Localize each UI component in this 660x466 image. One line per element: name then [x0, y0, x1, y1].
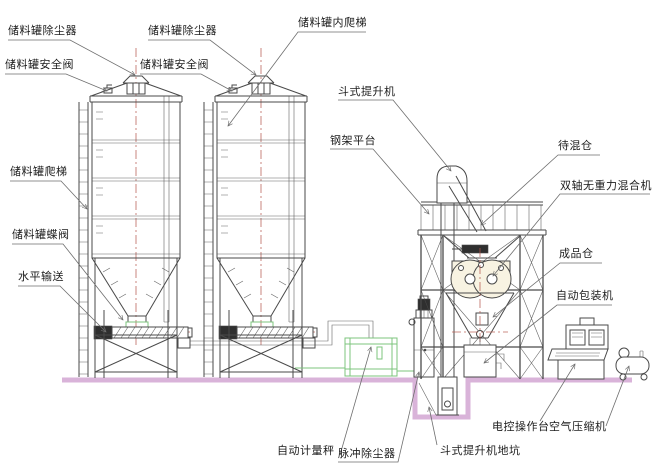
elevator-boot — [437, 376, 458, 416]
label-silo-butterfly-valve: 储料罐蝶阀 — [12, 229, 70, 241]
label-packing-machine: 自动包装机 — [556, 290, 614, 302]
label-horizontal-conveying: 水平输送 — [18, 271, 64, 283]
mixing-tower-frame — [420, 234, 544, 380]
silo-legs — [94, 258, 178, 378]
silo-outlet — [127, 315, 147, 323]
ground-line — [62, 377, 632, 420]
waiting-bin — [443, 235, 521, 259]
label-silo-ladder: 储料罐爬梯 — [10, 166, 68, 178]
label-bucket-elevator: 斗式提升机 — [338, 86, 396, 98]
silo-dust-collector — [126, 82, 146, 95]
packing-machine — [463, 337, 505, 378]
label-twin-shaft-mixer: 双轴无重力混合机 — [560, 180, 652, 192]
control-console — [547, 317, 609, 380]
compressor-tank — [615, 356, 650, 375]
label-pulse-dust-collector: 脉冲除尘器 — [338, 448, 396, 460]
label-silo2-safety-valve: 储料罐安全阀 — [140, 59, 209, 71]
butterfly-valve — [125, 321, 149, 328]
mixer-centerline — [452, 248, 508, 344]
silo-fill-pipe — [163, 96, 170, 323]
label-silo-internal-ladder: 储料罐内爬梯 — [298, 17, 367, 29]
weighing-scale — [295, 337, 415, 377]
label-steel-platform: 钢架平台 — [330, 135, 376, 147]
silo-body — [91, 101, 181, 259]
silo-hopper — [91, 257, 181, 317]
steel-platform — [417, 201, 547, 236]
label-finished-bin: 成品仓 — [559, 248, 594, 260]
storage-silo-b — [203, 47, 318, 379]
label-air-compressor: 空气压缩机 — [549, 421, 607, 433]
elevator-pit — [418, 376, 459, 416]
conveyor-pipes — [190, 320, 374, 346]
label-silo1-safety-valve: 储料罐安全阀 — [5, 59, 74, 71]
console-keyboard — [547, 348, 609, 361]
label-elevator-pit: 斗式提升机地坑 — [440, 445, 521, 457]
label-weighing-scale: 自动计量秤 — [277, 445, 335, 457]
conveyor-outlet — [177, 337, 191, 349]
storage-silo-a — [78, 48, 193, 378]
label-silo1-dust-collector: 储料罐除尘器 — [8, 25, 77, 37]
air-compressor — [615, 347, 650, 381]
label-waiting-bin: 待混仓 — [558, 140, 593, 152]
elevator-head — [436, 165, 468, 204]
label-control-console: 电控操作台 — [492, 421, 550, 433]
silo-ladder — [78, 102, 89, 377]
twin-shaft-mixer — [450, 244, 512, 299]
conveyor-motor — [93, 325, 113, 340]
mixer-motor — [461, 244, 489, 254]
collector-motor — [417, 298, 431, 311]
label-silo2-dust-collector: 储料罐除尘器 — [148, 25, 217, 37]
leader-lines — [5, 31, 650, 463]
